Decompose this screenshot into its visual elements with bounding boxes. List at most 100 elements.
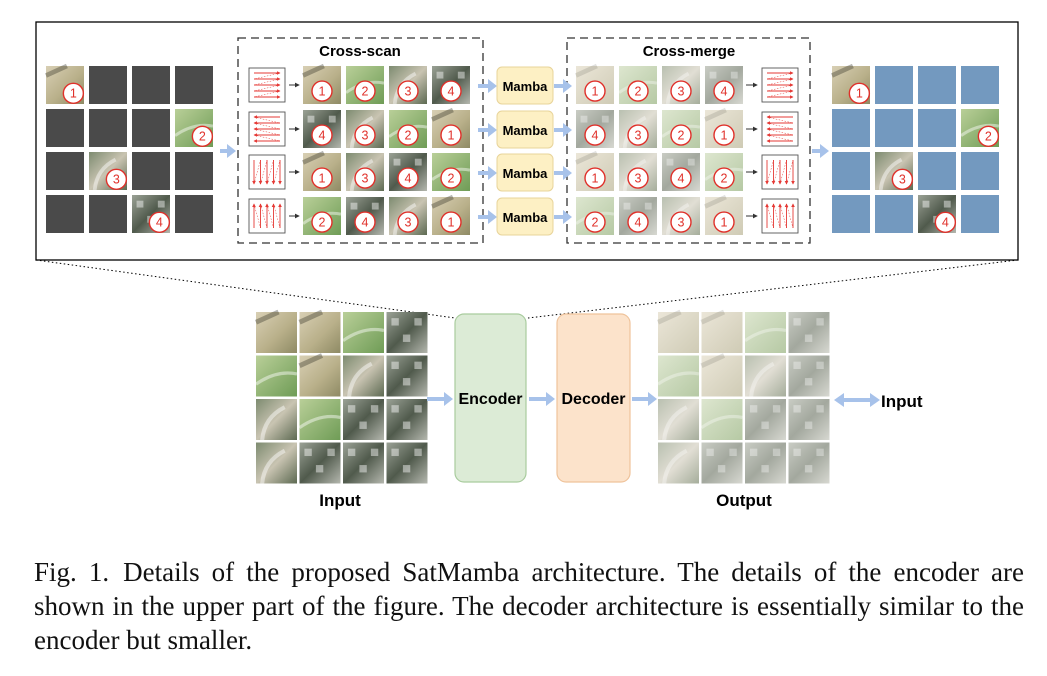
- merged-output-patch-number-1: 1: [848, 82, 871, 105]
- merged-output-visible-patch-1-tree-line: [831, 63, 854, 78]
- cross-merge-patch-4-roof: [709, 71, 717, 79]
- cross-scan-pattern-4-scan-return: [260, 203, 268, 229]
- cross-merge-number-2-circle: [670, 124, 692, 146]
- cross-scan-number-4-circle: [440, 80, 462, 102]
- cross-scan-number-3-label: 3: [362, 171, 369, 185]
- input-image-tile-roof: [402, 465, 411, 473]
- output-image-tile: [657, 355, 700, 397]
- masked-input-patch-number-2-label: 2: [199, 130, 206, 144]
- cross-scan-number-1-label: 1: [319, 171, 326, 185]
- cross-merge-number-3-label: 3: [678, 215, 685, 229]
- input-image-label: Input: [319, 491, 361, 510]
- output-input-compare-arrow: [834, 393, 880, 407]
- caption-figure-label: Fig. 1.: [34, 557, 110, 587]
- to-mamba-arrow: [478, 210, 497, 224]
- output-image-tile: [788, 442, 830, 484]
- cross-merge-number-4: 4: [627, 211, 649, 233]
- mamba-block-bg: [496, 66, 554, 105]
- masked-input-visible-patch-3-road: [92, 157, 117, 191]
- output-image-tile-path: [744, 327, 787, 343]
- input-image-tile-roof: [414, 405, 422, 413]
- cross-scan-number-3: 3: [397, 211, 419, 233]
- merged-output-masked-patch: [918, 66, 956, 104]
- masked-input-patch-number-1: 1: [62, 82, 85, 105]
- to-mamba-arrow: [478, 166, 497, 180]
- cross-merge-number-2-circle: [713, 167, 735, 189]
- input-image-tile-roof: [327, 448, 335, 457]
- output-image-tile-roof: [793, 405, 801, 413]
- input-image-tile-tree-line: [254, 309, 280, 325]
- cross-merge-patch-4-roof: [666, 158, 674, 166]
- output-image-tile-roof: [804, 378, 813, 386]
- cross-merge-number-3: 3: [627, 167, 649, 189]
- masked-input-masked-patch: [89, 195, 127, 233]
- cross-merge-pattern-4-scan-return: [779, 203, 787, 229]
- masked-input-visible-patch-1-tree-line: [45, 63, 68, 78]
- cross-merge-number-1-circle: [584, 80, 606, 102]
- cross-scan-number-2-label: 2: [319, 215, 326, 229]
- cross-scan-patch-4-roof: [436, 71, 444, 79]
- output-image-tile: [656, 309, 699, 353]
- output-image-tile: [700, 399, 743, 440]
- cross-merge-pattern-1-scan-return: [766, 78, 794, 86]
- output-image-tile: [788, 355, 830, 397]
- masked-input-masked-patch: [132, 66, 170, 104]
- mamba-block-label: Mamba: [503, 79, 549, 94]
- cross-scan-number-2-label: 2: [362, 84, 369, 98]
- merged-output-patch-number-2-circle: [977, 125, 1000, 148]
- cross-merge-number-2-circle: [584, 211, 606, 233]
- to-mamba-arrow: [478, 79, 497, 93]
- input-image-tile: [256, 442, 297, 484]
- merged-output-masked-patch: [875, 109, 913, 147]
- input-image-tile-base: [256, 442, 297, 484]
- mamba-block-bg: [496, 197, 554, 236]
- masked-input-masked-patch: [132, 152, 170, 190]
- output-image-tile-roof: [717, 465, 726, 473]
- input-image-tile-base: [343, 355, 384, 397]
- cross-scan-pattern-1-scan-return: [253, 84, 281, 92]
- output-image-tile-road: [662, 405, 688, 441]
- cross-merge-number-2: 2: [713, 167, 735, 189]
- merged-output-masked-patch: [918, 152, 956, 190]
- input-image-tile-roof: [414, 448, 422, 457]
- cross-merge-number-4-label: 4: [678, 171, 685, 185]
- cross-merge-number-3-circle: [627, 124, 649, 146]
- cross-merge-pattern-1-scan-return: [766, 84, 794, 92]
- cross-scan-number-1-label: 1: [448, 215, 455, 229]
- cross-scan-number-2: 2: [311, 211, 333, 233]
- input-image-tile-tree-line: [298, 353, 324, 368]
- output-image-tile-base: [788, 442, 830, 484]
- input-image-tile-roof: [347, 405, 356, 413]
- merged-output-visible-patch-4-roof: [943, 200, 951, 208]
- cross-scan-number-1-label: 1: [319, 84, 326, 98]
- merged-output-patch-number-3-circle: [891, 168, 914, 191]
- output-image-tile-path: [700, 414, 743, 430]
- cross-merge-box: [566, 37, 811, 244]
- cross-merge-number-1-label: 1: [592, 171, 599, 185]
- merged-output-visible-patch-4-roof: [922, 200, 930, 208]
- input-image-tile-base: [256, 399, 297, 440]
- merged-output-visible-patch-3-road: [878, 157, 903, 191]
- to-mamba-arrow-head: [488, 123, 497, 137]
- masked-input-patch-number-3-circle: [105, 168, 128, 191]
- cross-scan-number-3-label: 3: [405, 84, 412, 98]
- input-image-tile-base: [299, 442, 341, 484]
- cross-merge-number-3: 3: [670, 80, 692, 102]
- cross-merge-number-1: 1: [584, 80, 606, 102]
- output-image-tile: [700, 353, 743, 397]
- from-mamba-arrow-head: [563, 210, 572, 224]
- output-image-tile-roof: [804, 421, 813, 429]
- from-mamba-arrow-head: [563, 79, 572, 93]
- masked-to-scan-arrow-head: [227, 144, 236, 158]
- input-image-tile: [299, 442, 341, 484]
- output-image-tile-base: [658, 442, 699, 484]
- input-image-tile-base: [343, 399, 384, 440]
- cross-scan-number-4-label: 4: [362, 215, 369, 229]
- cross-merge-number-4-circle: [627, 211, 649, 233]
- cross-scan-number-4-circle: [311, 124, 333, 146]
- cross-scan-number-4: 4: [440, 80, 462, 102]
- cross-scan-number-1-circle: [311, 167, 333, 189]
- output-image-tile-base: [658, 399, 699, 440]
- masked-input-patch-number-4-circle: [148, 211, 171, 234]
- output-image-tile-base: [745, 399, 786, 440]
